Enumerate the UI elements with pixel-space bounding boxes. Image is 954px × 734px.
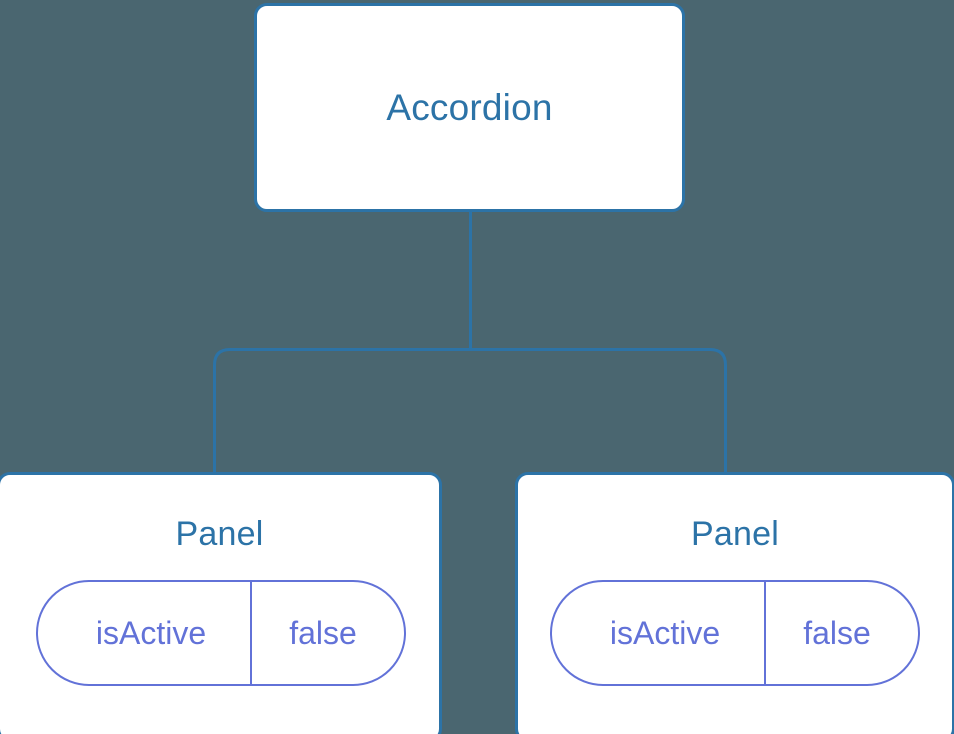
node-panel-0[interactable]: Panel isActive false xyxy=(0,472,442,734)
node-panel-0-title: Panel xyxy=(175,515,264,553)
node-accordion[interactable]: Accordion xyxy=(254,3,685,212)
edge-to-panel-1 xyxy=(470,348,727,478)
prop-pill-isactive-0[interactable]: isActive false xyxy=(36,580,406,686)
edge-to-panel-0 xyxy=(213,348,471,478)
prop-value-isactive-1: false xyxy=(803,615,871,651)
prop-key-isactive-1: isActive xyxy=(552,582,766,684)
node-accordion-title: Accordion xyxy=(386,87,553,128)
node-panel-1-title: Panel xyxy=(691,515,779,553)
prop-value-isactive-0: false xyxy=(289,615,357,651)
node-panel-1[interactable]: Panel isActive false xyxy=(515,472,954,734)
prop-pill-isactive-1[interactable]: isActive false xyxy=(550,580,920,686)
prop-key-isactive-0: isActive xyxy=(38,582,252,684)
